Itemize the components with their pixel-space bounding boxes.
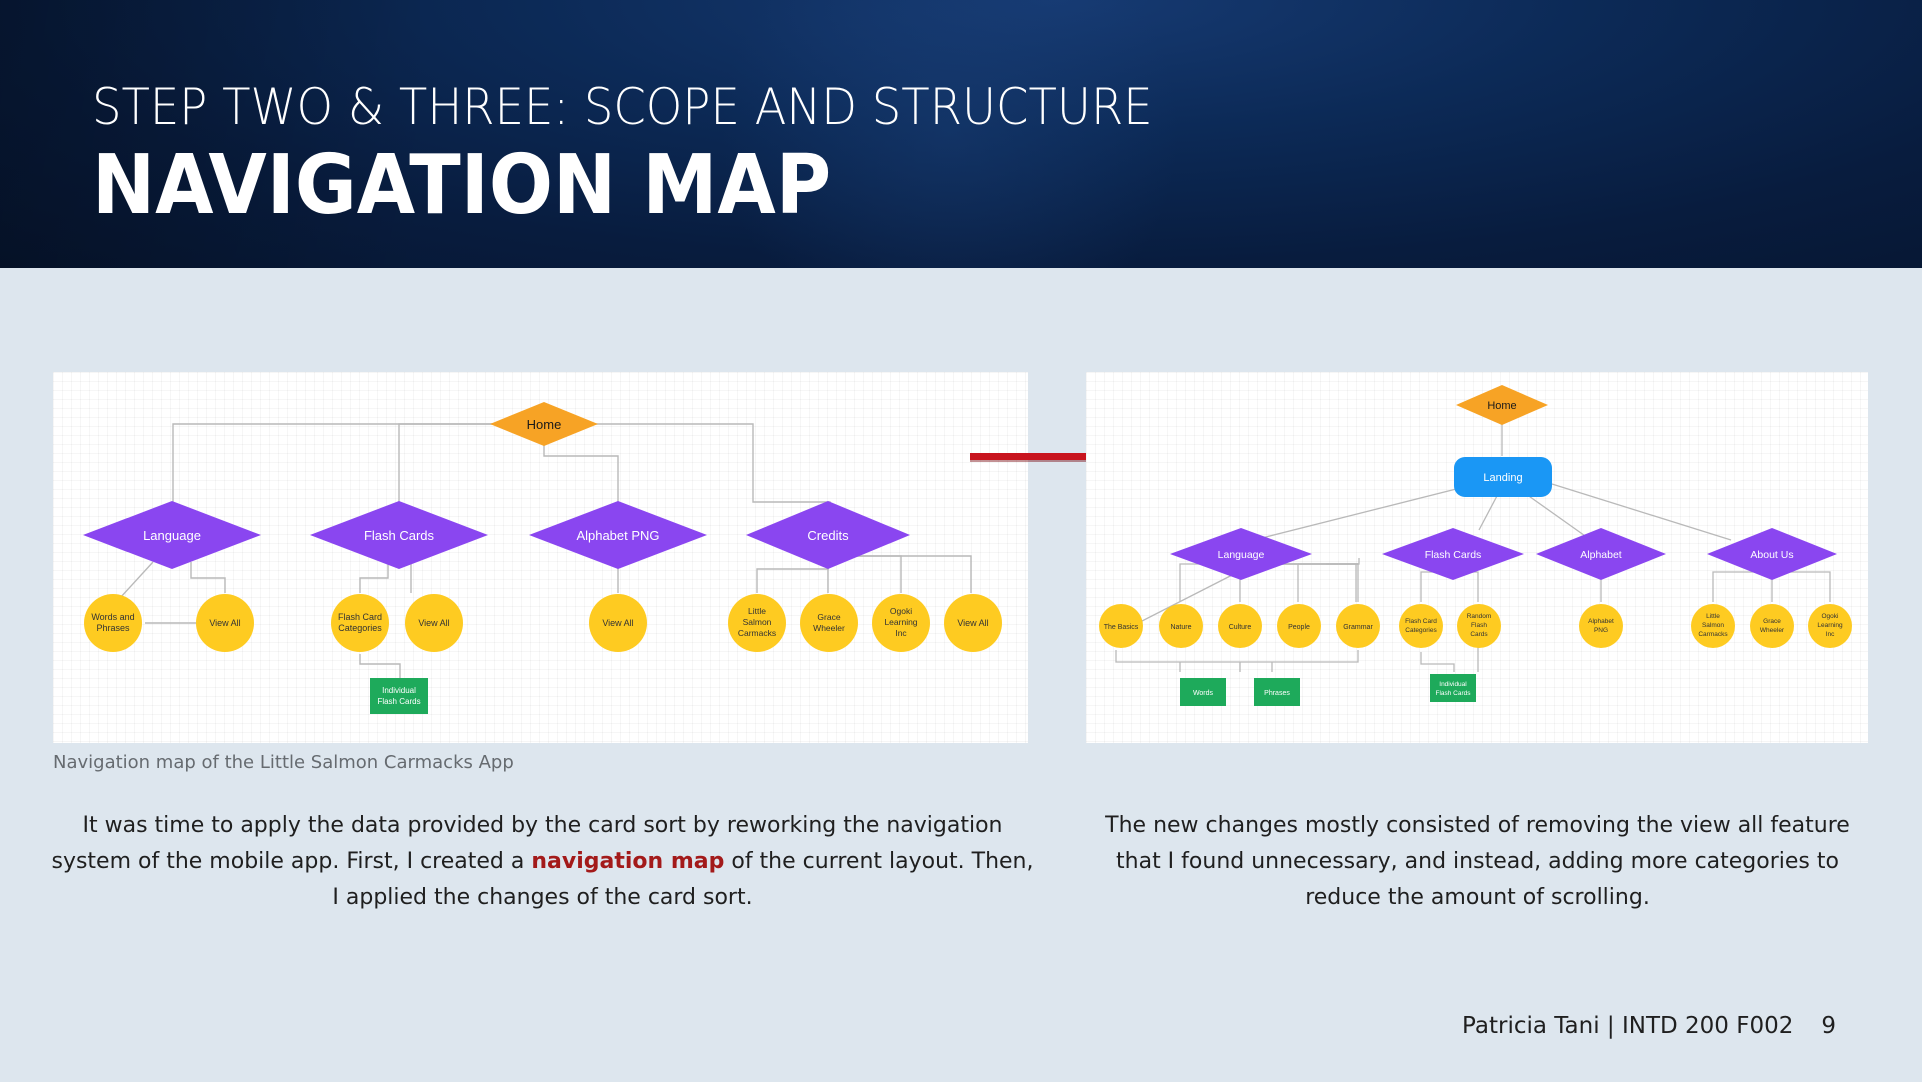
slide-footer: Patricia Tani | INTD 200 F002 9 (1462, 1013, 1836, 1039)
navigation-map-highlight: navigation map (531, 849, 725, 874)
description-right: The new changes mostly consisted of remo… (1105, 813, 1850, 910)
slide-title: NAVIGATION MAP (92, 138, 832, 233)
node-language-new-label: Language (1218, 549, 1265, 561)
old-map-diagram: Home Language Flash Cards Alphabet PNG C… (83, 402, 1002, 714)
node-flash-card-categories-new (1399, 604, 1443, 648)
node-credits-view-all-label: View All (957, 618, 988, 628)
description-left: It was time to apply the data provided b… (50, 808, 1035, 916)
node-individual-flash-cards (370, 678, 428, 714)
slide-header: STEP TWO & THREE: SCOPE AND STRUCTURE NA… (0, 0, 1922, 268)
new-navigation-map: Home Landing Language Flash Cards Alphab… (1086, 372, 1868, 743)
node-flash-cards-new (1382, 528, 1524, 580)
old-navigation-map: Home Language Flash Cards Alphabet PNG C… (53, 372, 1028, 743)
node-random-flash-cards (1457, 604, 1501, 648)
node-individual-flash-cards-new (1430, 674, 1476, 702)
footer-author: Patricia Tani | INTD 200 F002 (1462, 1013, 1794, 1039)
node-credits-view-all (944, 594, 1002, 652)
node-landing (1454, 457, 1552, 497)
node-home-label: Home (527, 417, 562, 432)
node-nature-label: Nature (1170, 624, 1191, 631)
transition-arrow-shaft (970, 453, 1088, 460)
node-alphabet-view-all-label: View All (602, 618, 633, 628)
node-words-label: Words (1193, 690, 1214, 697)
header-shading (0, 0, 420, 268)
node-little-salmon-carmacks-new (1691, 604, 1735, 648)
node-language-view-all-label: View All (209, 618, 240, 628)
header-glow (700, 0, 1200, 268)
slide-kicker: STEP TWO & THREE: SCOPE AND STRUCTURE (92, 78, 1153, 136)
node-credits-label: Credits (807, 528, 849, 543)
new-map-connectors (1115, 421, 1831, 672)
node-the-basics (1099, 604, 1143, 648)
node-flash-cards (310, 501, 488, 569)
node-about-us (1707, 528, 1837, 580)
node-language-new (1170, 528, 1312, 580)
node-language (83, 501, 261, 569)
node-home-new (1456, 385, 1548, 425)
node-culture (1218, 604, 1262, 648)
node-flash-cards-view-all (405, 594, 463, 652)
figure-caption: Navigation map of the Little Salmon Carm… (53, 752, 514, 773)
node-alphabet-new-label: Alphabet (1580, 549, 1622, 561)
node-words (1180, 678, 1226, 706)
node-people (1277, 604, 1321, 648)
node-home (490, 402, 598, 446)
node-nature (1159, 604, 1203, 648)
node-alphabet-png (529, 501, 707, 569)
description-left-before: It was time to apply the data provided b… (51, 813, 1003, 874)
new-map-diagram: Home Landing Language Flash Cards Alphab… (1099, 385, 1852, 706)
node-grace-wheeler-new (1750, 604, 1794, 648)
node-grammar-label: Grammar (1343, 624, 1373, 631)
node-little-salmon-carmacks (728, 594, 786, 652)
node-phrases-label: Phrases (1264, 690, 1290, 697)
node-flash-cards-label: Flash Cards (364, 528, 435, 543)
node-ogoki-learning-new (1808, 604, 1852, 648)
node-phrases (1254, 678, 1300, 706)
node-home-new-label: Home (1487, 400, 1516, 412)
node-alphabet-png-label: Alphabet PNG (576, 528, 659, 543)
node-people-label: People (1288, 624, 1310, 631)
node-landing-label: Landing (1483, 472, 1522, 484)
node-language-view-all (196, 594, 254, 652)
node-grace-wheeler (800, 594, 858, 652)
node-flash-cards-new-label: Flash Cards (1425, 549, 1482, 561)
description-left-after: of the current layout. Then, I applied t… (332, 849, 1034, 910)
node-words-and-phrases (84, 594, 142, 652)
node-the-basics-label: The Basics (1104, 624, 1139, 631)
page-number: 9 (1821, 1013, 1836, 1039)
node-flash-cards-view-all-label: View All (418, 618, 449, 628)
node-grammar (1336, 604, 1380, 648)
node-credits (746, 501, 910, 569)
node-flash-card-categories (331, 594, 389, 652)
node-alphabet-png-new (1579, 604, 1623, 648)
node-about-us-label: About Us (1750, 549, 1793, 561)
node-language-label: Language (143, 528, 201, 543)
node-alphabet-new (1536, 528, 1666, 580)
node-ogoki-learning (872, 594, 930, 652)
node-alphabet-view-all (589, 594, 647, 652)
node-culture-label: Culture (1229, 624, 1252, 631)
